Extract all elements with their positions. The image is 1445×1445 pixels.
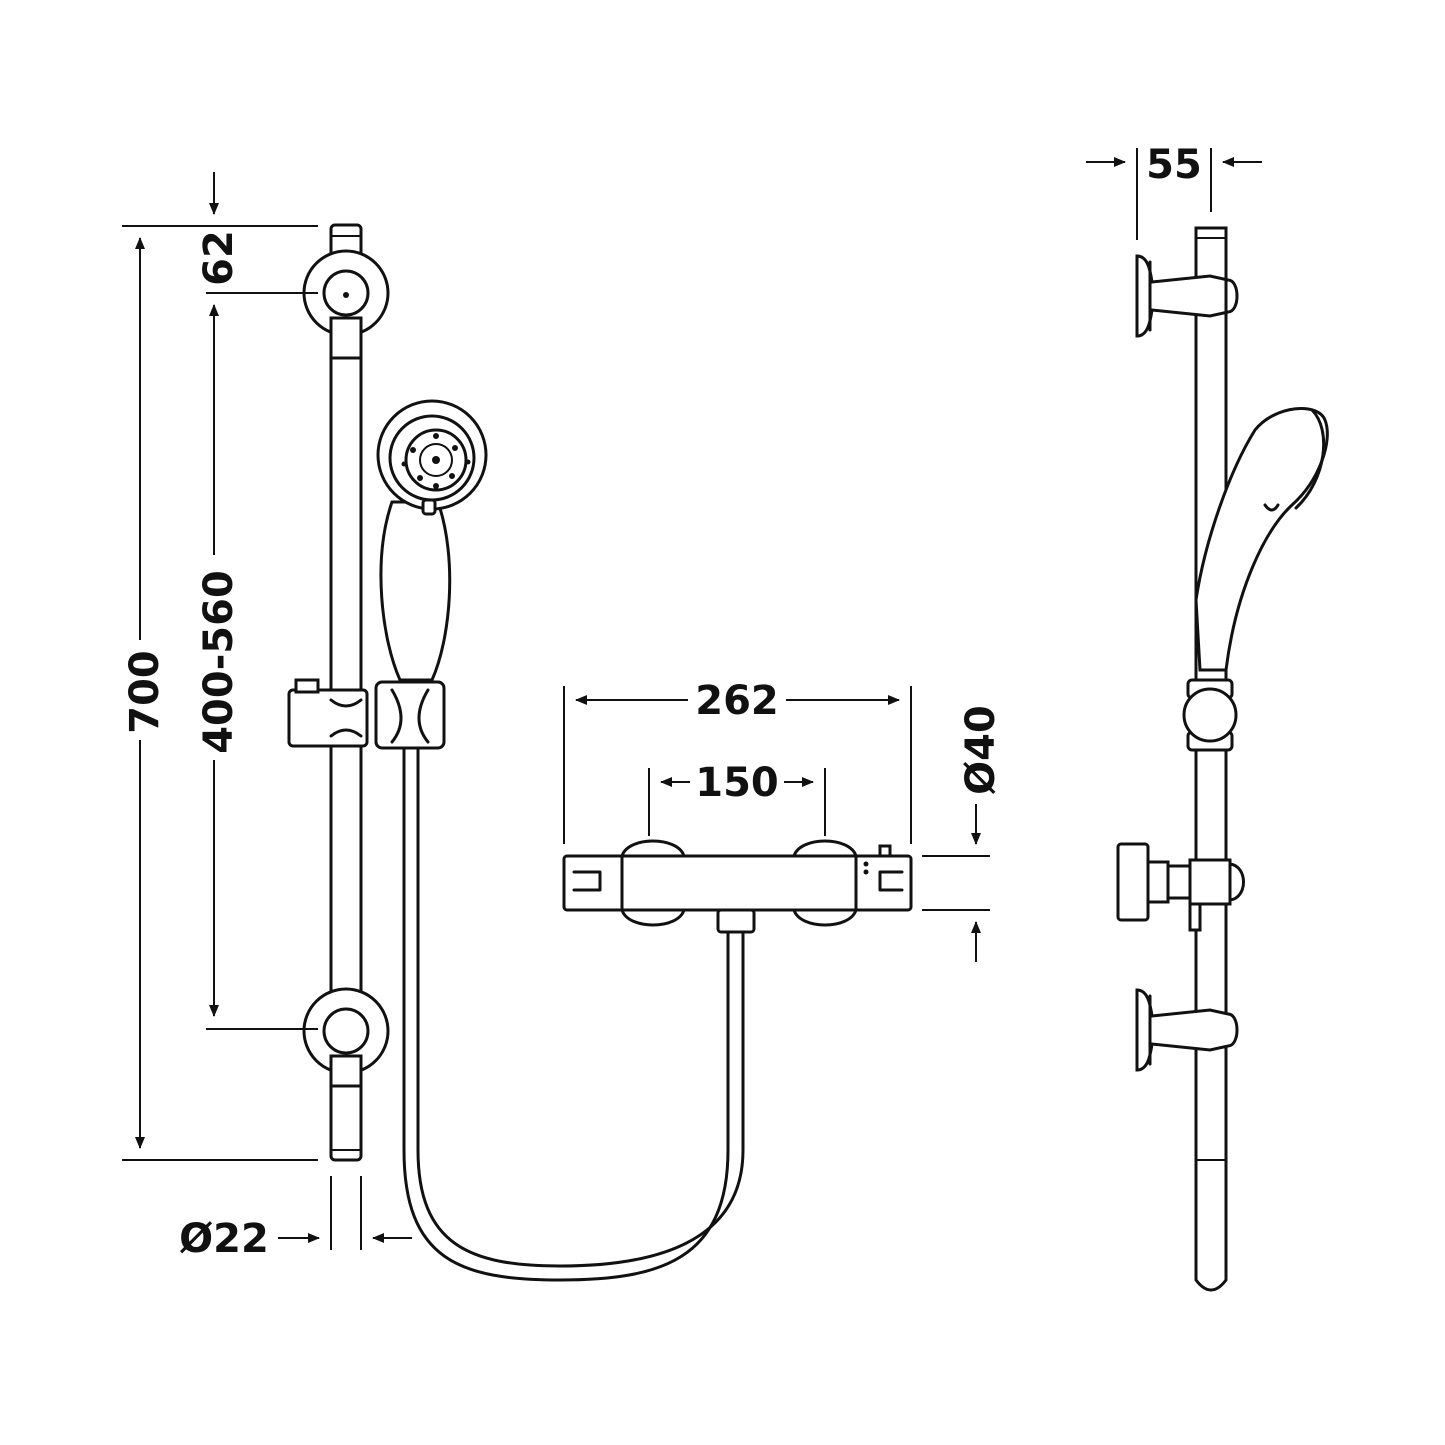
side-valve-outlet	[1116, 842, 1245, 932]
dimension-overall-height: 700	[122, 225, 318, 1161]
dimension-top-offset: 62	[196, 172, 318, 340]
side-top-wall-bracket	[1135, 254, 1239, 338]
side-slider-bracket	[1182, 678, 1238, 752]
dimension-label-400-560: 400-560	[196, 570, 242, 754]
side-riser-rail	[1194, 226, 1228, 1292]
dimension-label-150: 150	[695, 760, 779, 806]
thermostatic-bar-valve	[562, 839, 913, 934]
dimension-valve-centres: 150	[648, 760, 826, 836]
front-slider-bracket	[287, 678, 446, 750]
front-bottom-wall-bracket	[302, 987, 390, 1088]
front-shower-handset	[376, 399, 488, 682]
front-top-wall-bracket	[302, 249, 390, 360]
dimension-label-55: 55	[1146, 142, 1202, 188]
dimension-wall-projection: 55	[1086, 142, 1262, 240]
dimension-label-262: 262	[695, 678, 779, 724]
dimension-label-62: 62	[196, 230, 242, 286]
side-shower-handset	[1194, 407, 1329, 672]
front-shower-hose	[402, 746, 745, 1282]
dimension-bracket-spacing: 400-560	[196, 305, 318, 1030]
dimension-label-700: 700	[122, 650, 168, 734]
dimension-valve-width: 262	[563, 678, 912, 844]
side-bottom-wall-bracket	[1135, 988, 1239, 1072]
dimension-valve-diameter: Ø40	[922, 705, 1004, 962]
dimension-rail-diameter: Ø22	[179, 1176, 412, 1262]
dimension-label-d40: Ø40	[958, 705, 1004, 795]
dimension-label-d22: Ø22	[179, 1216, 269, 1262]
